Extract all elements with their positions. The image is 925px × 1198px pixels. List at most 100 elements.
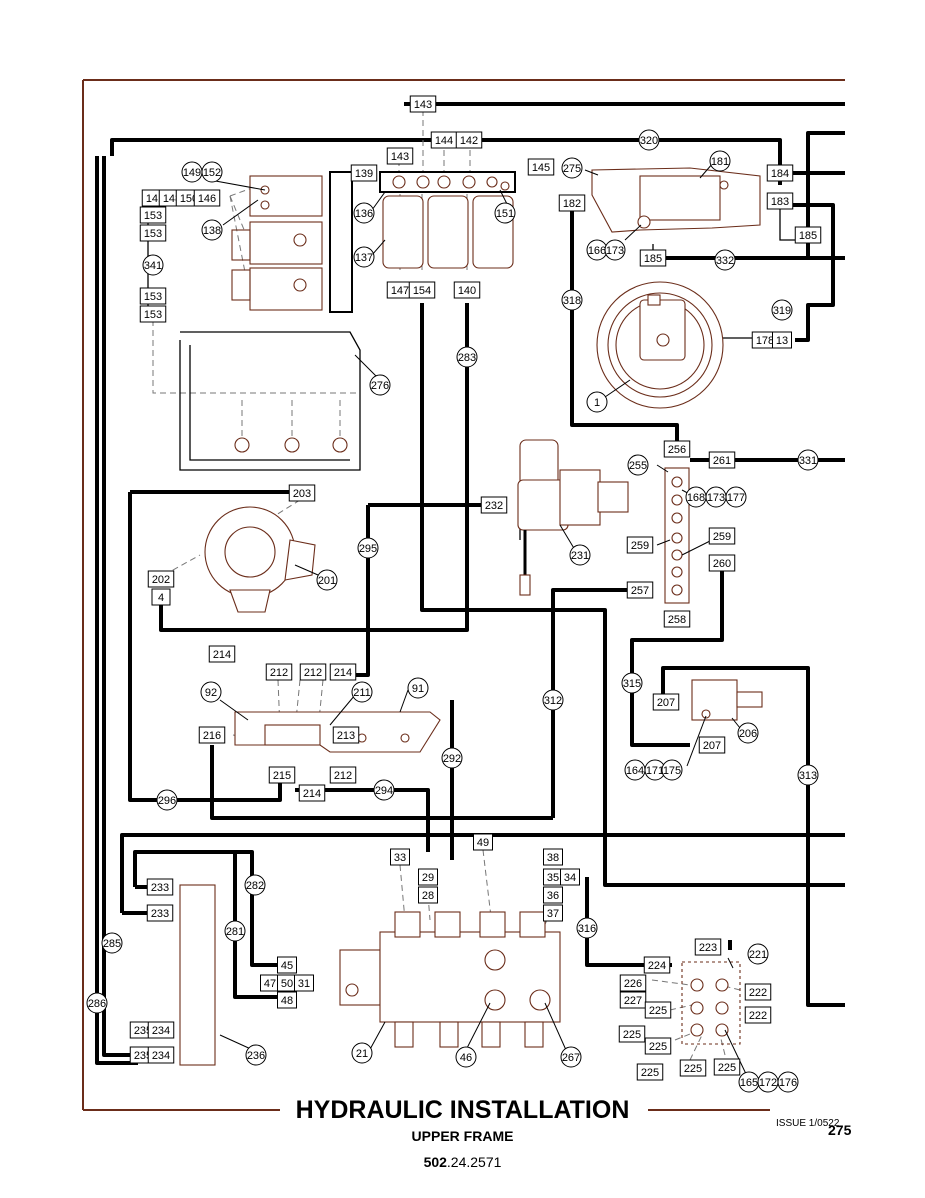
- svg-text:276: 276: [371, 380, 389, 392]
- callout-box-33: 202: [147, 570, 175, 588]
- svg-text:292: 292: [443, 753, 461, 765]
- callout-box-38: 214: [329, 663, 357, 681]
- document-number-suffix: .24.2571: [446, 1154, 502, 1170]
- svg-text:257: 257: [631, 585, 649, 597]
- callout-box-10: 153: [139, 206, 167, 224]
- svg-text:331: 331: [799, 455, 817, 467]
- svg-text:283: 283: [458, 352, 476, 364]
- svg-text:226: 226: [624, 978, 642, 990]
- callout-circle-33: 211: [351, 681, 373, 703]
- callout-circle-38: 313: [797, 764, 819, 786]
- svg-text:142: 142: [460, 135, 478, 147]
- component-tank-bracket-276: [179, 331, 361, 471]
- callout-circle-25: 201: [316, 569, 338, 591]
- callout-box-18: 185: [794, 226, 822, 244]
- svg-text:231: 231: [571, 550, 589, 562]
- svg-text:202: 202: [152, 574, 170, 586]
- svg-text:144: 144: [435, 135, 453, 147]
- svg-text:221: 221: [749, 949, 767, 961]
- callout-circle-14: 319: [771, 299, 793, 321]
- callout-box-40: 207: [698, 736, 726, 754]
- callout-circle-18: 255: [627, 454, 649, 476]
- page-frame: [82, 79, 845, 1111]
- callout-box-70: 225: [644, 1037, 672, 1055]
- svg-text:207: 207: [657, 697, 675, 709]
- callout-box-71: 225: [636, 1063, 664, 1081]
- callout-circle-43: 316: [576, 917, 598, 939]
- svg-text:233: 233: [151, 882, 169, 894]
- callout-circle-45: 21: [351, 1042, 373, 1064]
- callout-circle-46: 46: [455, 1046, 477, 1068]
- callout-box-34: 4: [151, 588, 171, 606]
- document-number: 502.24.2571: [0, 1154, 925, 1170]
- svg-text:185: 185: [799, 230, 817, 242]
- callout-circle-40: 281: [224, 920, 246, 942]
- svg-text:147: 147: [391, 285, 409, 297]
- callout-circle-9: 166: [586, 239, 608, 261]
- svg-text:143: 143: [414, 99, 432, 111]
- callout-circle-37: 292: [441, 747, 463, 769]
- svg-text:149: 149: [183, 167, 201, 179]
- svg-text:138: 138: [203, 225, 221, 237]
- document-number-prefix: 502: [423, 1154, 447, 1170]
- svg-text:46: 46: [460, 1052, 472, 1064]
- callout-circle-31: 175: [661, 759, 683, 781]
- svg-text:259: 259: [713, 531, 731, 543]
- svg-text:235: 235: [134, 1025, 152, 1037]
- svg-text:313: 313: [799, 770, 817, 782]
- hose-lines: [95, 102, 845, 1065]
- callout-box-26: 232: [480, 496, 508, 514]
- svg-text:168: 168: [687, 492, 705, 504]
- svg-text:215: 215: [273, 770, 291, 782]
- svg-text:183: 183: [771, 196, 789, 208]
- callout-box-51: 35: [543, 868, 563, 886]
- svg-text:225: 225: [649, 1005, 667, 1017]
- svg-text:145: 145: [532, 162, 550, 174]
- svg-text:92: 92: [205, 687, 217, 699]
- svg-text:320: 320: [640, 135, 658, 147]
- svg-text:222: 222: [749, 1010, 767, 1022]
- callout-box-47: 29: [418, 868, 438, 886]
- svg-text:153: 153: [144, 228, 162, 240]
- component-swivel-201: [204, 506, 316, 613]
- callout-box-43: 215: [268, 766, 296, 784]
- svg-text:45: 45: [281, 960, 293, 972]
- callout-circle-24: 231: [569, 544, 591, 566]
- callout-circle-49: 165: [738, 1071, 760, 1093]
- callout-circle-48: 236: [245, 1044, 267, 1066]
- svg-text:143: 143: [391, 151, 409, 163]
- svg-text:153: 153: [144, 291, 162, 303]
- svg-text:165: 165: [740, 1077, 758, 1089]
- svg-text:91: 91: [412, 683, 424, 695]
- component-pump-231: [517, 439, 629, 596]
- svg-text:36: 36: [547, 890, 559, 902]
- svg-text:48: 48: [281, 995, 293, 1007]
- callout-circle-8: 137: [353, 246, 375, 268]
- svg-text:234: 234: [152, 1050, 170, 1062]
- callout-box-65: 227: [619, 991, 647, 1009]
- callout-box-75: 234: [147, 1021, 175, 1039]
- callout-box-1: 143: [386, 147, 414, 165]
- component-swing-motor-1: [596, 281, 724, 409]
- svg-text:29: 29: [422, 872, 434, 884]
- svg-text:172: 172: [759, 1077, 777, 1089]
- callout-box-11: 153: [139, 224, 167, 242]
- component-tank-236: [179, 884, 216, 1066]
- svg-text:259: 259: [631, 540, 649, 552]
- svg-text:212: 212: [334, 770, 352, 782]
- callout-box-25: 261: [708, 451, 736, 469]
- svg-text:178: 178: [756, 335, 774, 347]
- svg-text:153: 153: [144, 309, 162, 321]
- callout-box-61: 48: [277, 991, 297, 1009]
- svg-text:236: 236: [247, 1050, 265, 1062]
- callout-circle-5: 138: [201, 219, 223, 241]
- page-number: 275: [828, 1122, 852, 1138]
- callout-box-15: 182: [558, 194, 586, 212]
- svg-text:31: 31: [298, 978, 310, 990]
- callout-circle-30: 171: [644, 759, 666, 781]
- callout-box-56: 233: [146, 904, 174, 922]
- callout-box-54: 37: [543, 904, 563, 922]
- svg-text:216: 216: [203, 730, 221, 742]
- callout-box-53: 36: [543, 886, 563, 904]
